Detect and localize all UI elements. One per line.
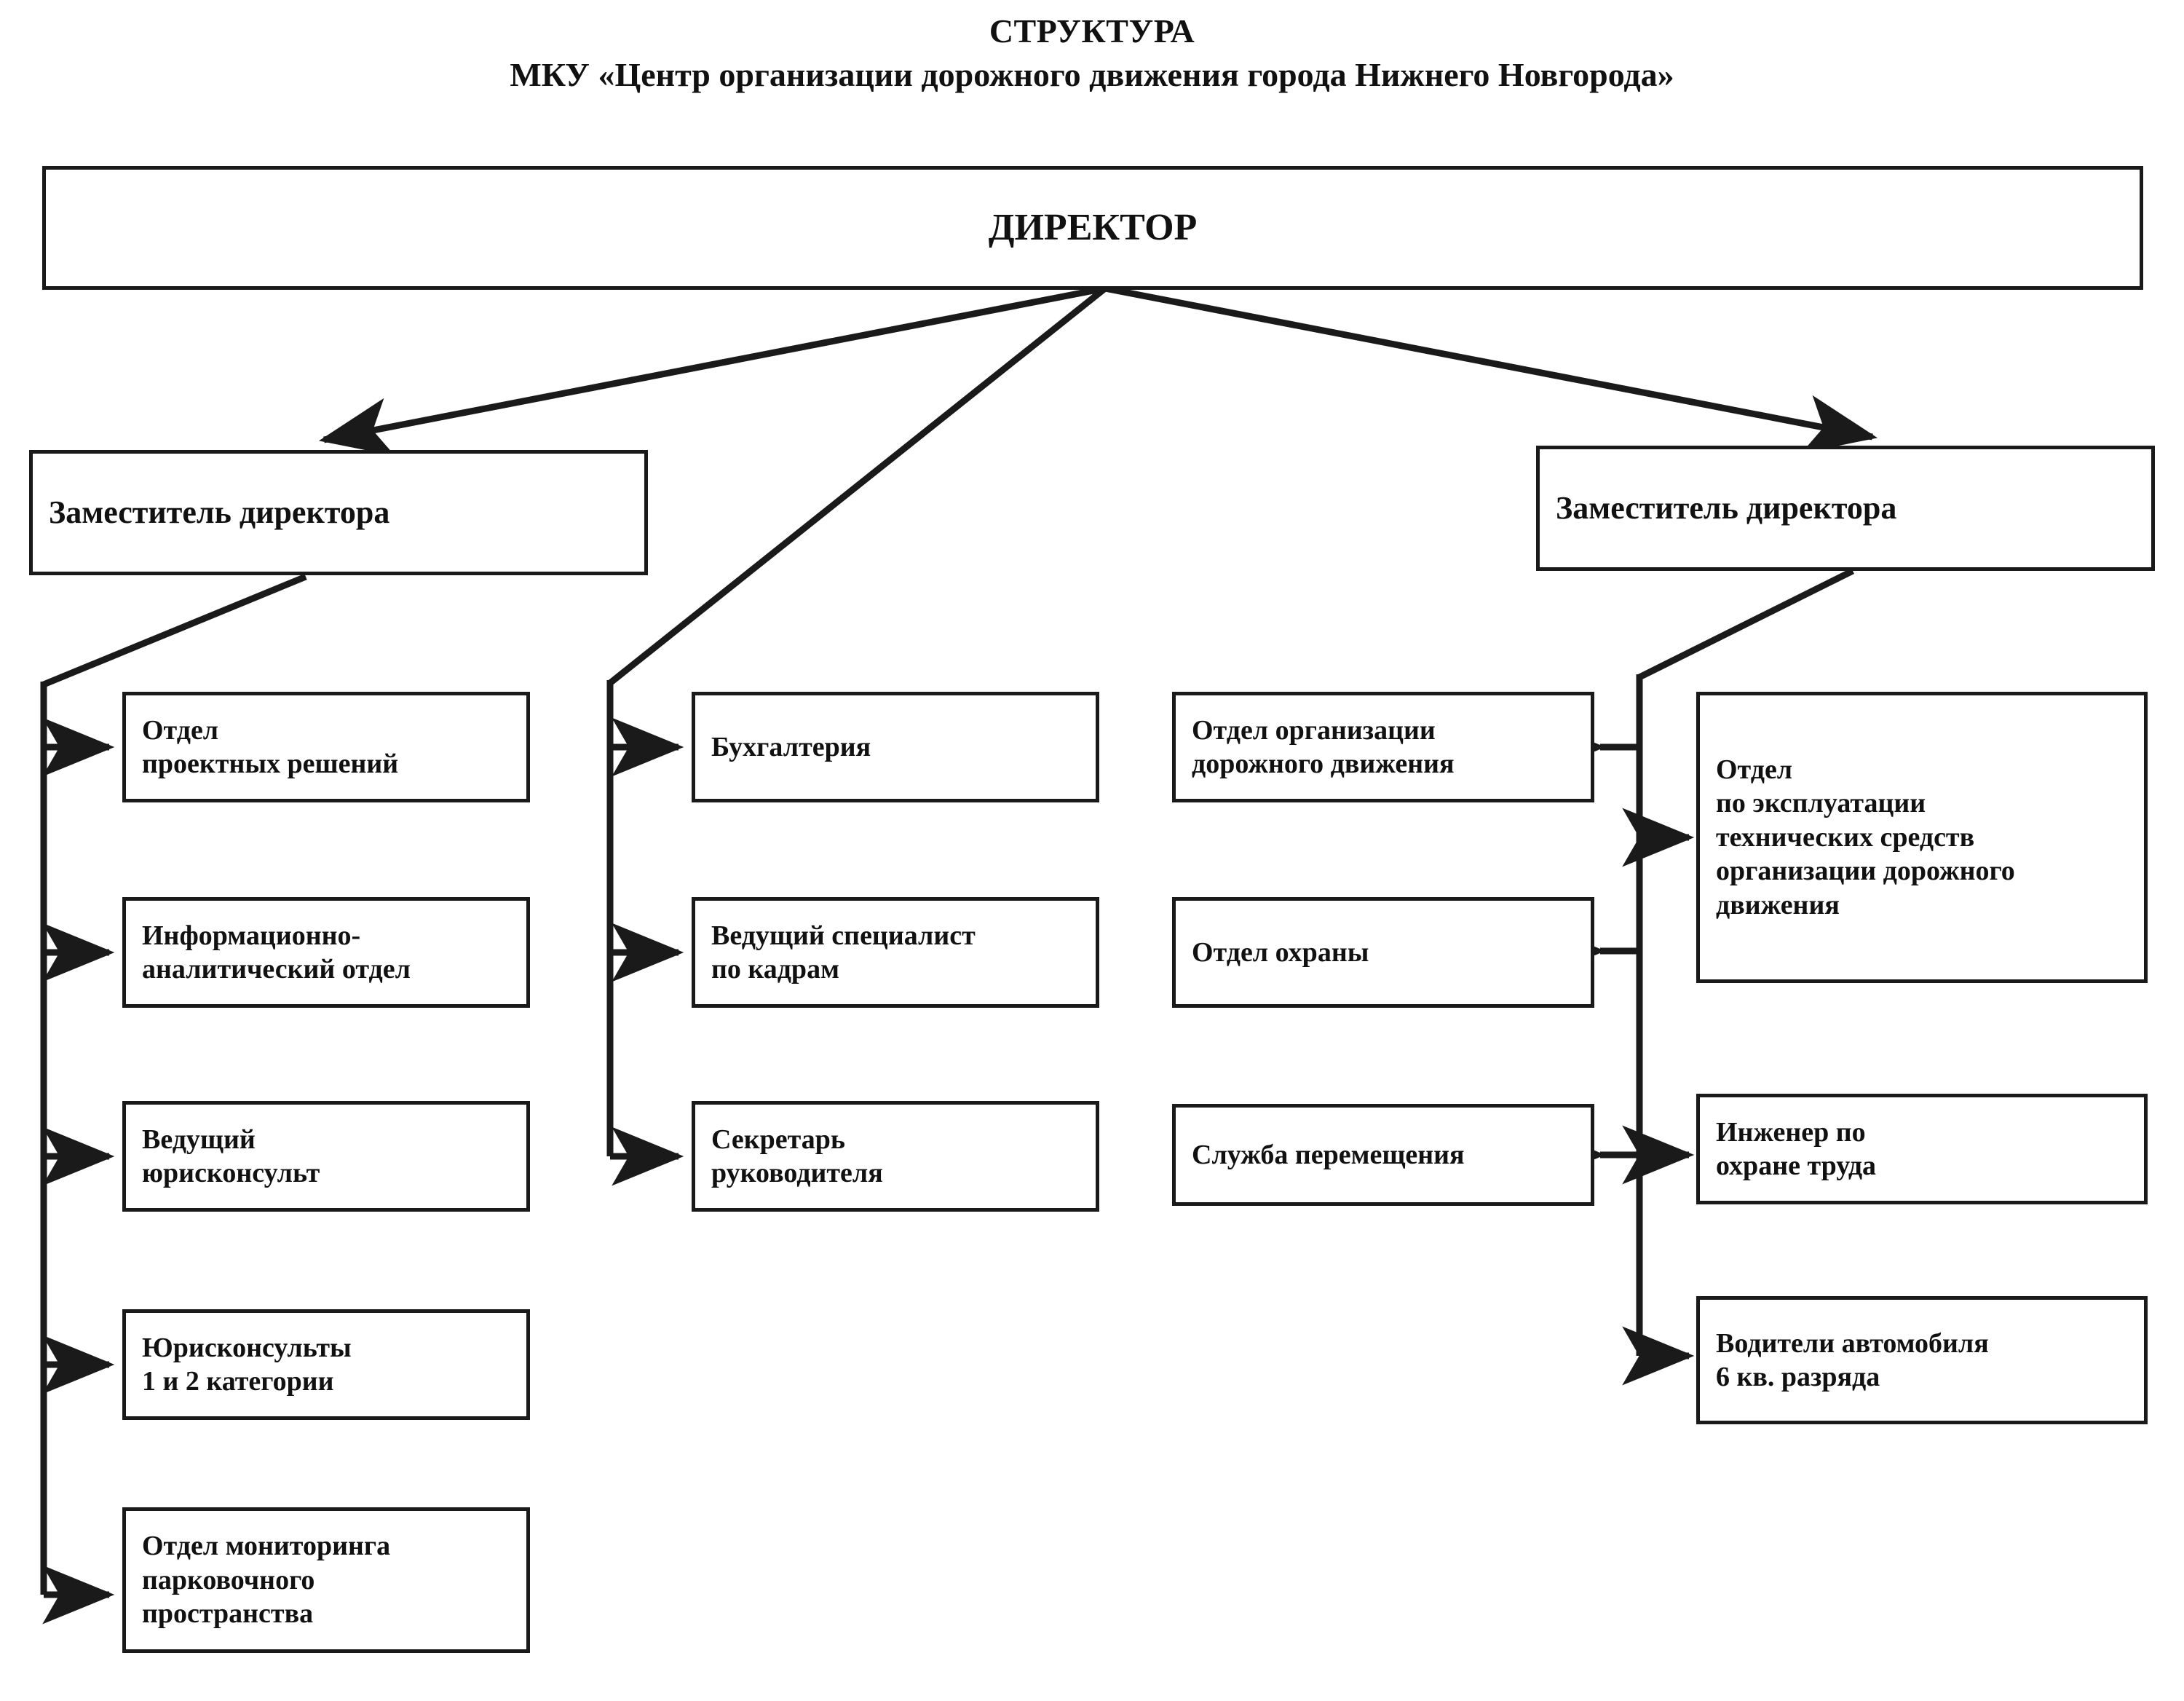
node-l2-label: Информационно-аналитический отдел [142,920,411,984]
node-towing-service[interactable]: Служба перемещения [1172,1104,1594,1206]
edge-director-to-deputy-left [318,285,1106,457]
node-deputy-director-left[interactable]: Заместитель директора [29,450,648,575]
node-c3-label: Служба перемещения [1192,1139,1465,1170]
node-deputy-director-right[interactable]: Заместитель директора [1536,446,2155,571]
edge-deputy-left-elbow [42,573,307,688]
edge-deputy-right-elbow [1637,567,1855,681]
node-security-department[interactable]: Отдел охраны [1172,897,1594,1008]
edge-director-to-deputy-right [1104,285,1878,454]
node-information-analytics-department[interactable]: Информационно-аналитический отдел [122,897,530,1008]
chart-title-block: СТРУКТУРА МКУ «Центр организации дорожно… [0,12,2184,94]
title-line-1: СТРУКТУРА [989,12,1195,50]
node-director-label: ДИРЕКТОР [988,207,1198,249]
edge-director-to-middle-column [608,285,1107,686]
title-line-2: МКУ «Центр организации дорожного движени… [510,55,1674,93]
node-m1-label: Бухгалтерия [711,731,871,762]
node-c2-label: Отдел охраны [1192,936,1369,968]
node-accounting[interactable]: Бухгалтерия [692,692,1099,802]
node-director[interactable]: ДИРЕКТОР [42,166,2143,290]
node-deputy-left-label: Заместитель директора [49,494,390,531]
node-deputy-right-label: Заместитель директора [1556,490,1897,526]
